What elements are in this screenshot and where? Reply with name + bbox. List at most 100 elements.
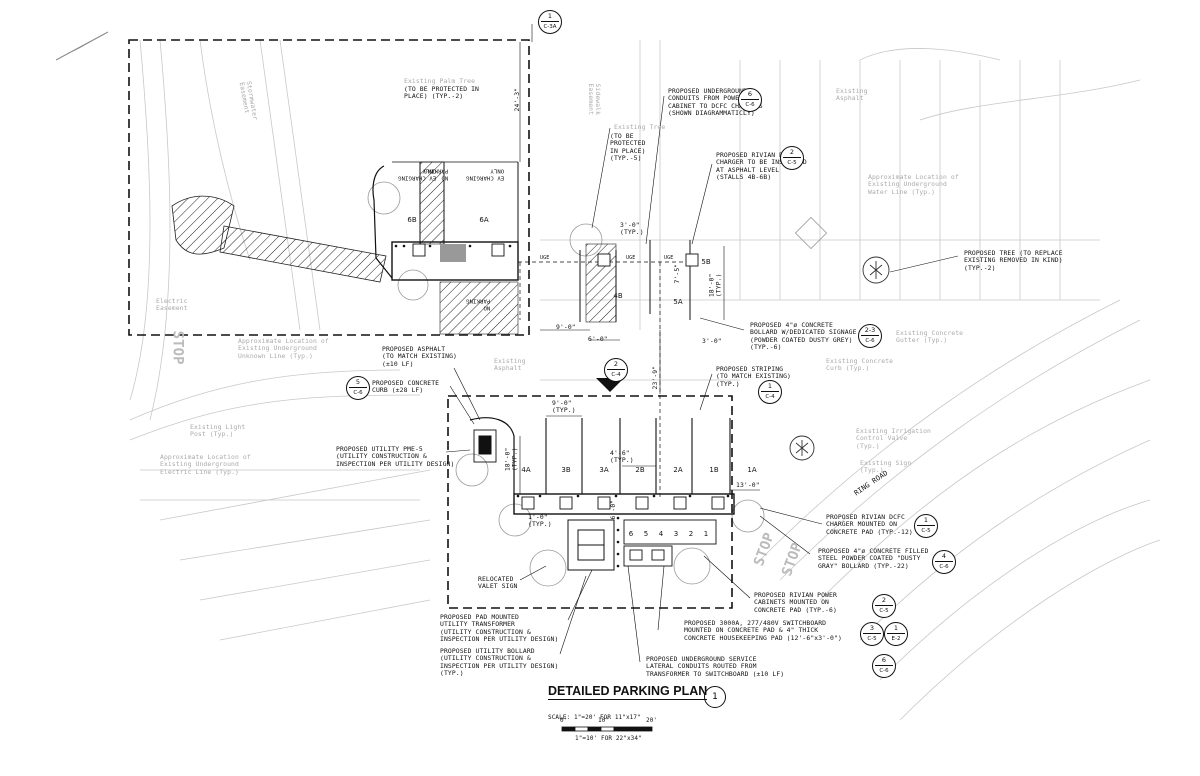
stall-label: 3A — [599, 466, 609, 474]
dimension-label: 3'-0" — [702, 337, 722, 345]
hatched-access-path — [171, 161, 617, 335]
no-parking-text: NO PARKING — [466, 297, 491, 311]
callout-palm-protect: (TO BE PROTECTED IN PLACE) (TYP.-2) — [404, 85, 480, 101]
callout-bollard-steel: PROPOSED 4"ø CONCRETE FILLED STEEL POWDE… — [818, 547, 929, 570]
dimension-label: 6'-0" — [588, 335, 608, 343]
stall-label: 6B — [407, 216, 417, 224]
callout-bollard-signage: PROPOSED 4"ø CONCRETE BOLLARD W/DEDICATE… — [750, 321, 857, 351]
existing-label: Approximate Location of Existing Undergr… — [238, 337, 329, 360]
stall-label: 5B — [701, 258, 711, 266]
drawing-number-bubble: 1 — [704, 686, 726, 708]
scale-note: SCALE: 1"=20' FOR 11"x17" 1"=10' FOR 22"… — [548, 700, 642, 749]
callout-dcfc-pad: PROPOSED RIVIAN DCFC CHARGER MOUNTED ON … — [826, 513, 913, 536]
uge-label: UGE — [540, 255, 550, 261]
drawing-title: DETAILED PARKING PLAN — [548, 684, 708, 700]
existing-label: Existing Asphalt — [494, 357, 526, 373]
callout-valet-sign: RELOCATED VALET SIGN — [478, 575, 518, 591]
dimension-label: 18'-0" (TYP.) — [503, 447, 519, 472]
ev-charging-only-text: EV CHARGING ONLY — [466, 167, 505, 181]
enlarged-area-boundary — [128, 39, 733, 609]
leader-lines — [445, 24, 959, 663]
stall-label: 4A — [521, 466, 531, 474]
dimension-label: 23'-9" — [651, 365, 660, 390]
callout-striping: PROPOSED STRIPING (TO MATCH EXISTING) (T… — [716, 365, 792, 388]
charger-icons-lower — [521, 496, 725, 510]
callout-asphalt: PROPOSED ASPHALT (TO MATCH EXISTING) (±1… — [382, 345, 458, 368]
callout-transformer: PROPOSED PAD MOUNTED UTILITY TRANSFORMER… — [440, 613, 559, 643]
dimension-label: 9'-0" (TYP.) — [552, 399, 576, 415]
dimension-label: 18'-0" (TYP.) — [707, 273, 723, 298]
existing-label: Existing Concrete Gutter (Typ.) — [896, 329, 964, 345]
dimension-label: 13'-0" — [736, 481, 760, 489]
dimension-label: 1'-0" (TYP.) — [528, 513, 552, 529]
existing-linework — [129, 39, 1161, 721]
uge-label: UGE — [664, 255, 674, 261]
existing-label: Existing Light Post (Typ.) — [190, 423, 246, 439]
north-arrow-icon — [55, 31, 109, 61]
no-parking-text: NO PARKING — [424, 167, 449, 181]
existing-label: Existing Palm Tree — [404, 77, 476, 85]
stall-label: 1A — [747, 466, 757, 474]
callout-service-lateral: PROPOSED UNDERGROUND SERVICE LATERAL CON… — [646, 655, 785, 678]
callout-switchboard: PROPOSED 3000A, 277/480V SWITCHBOARD MOU… — [684, 619, 842, 642]
existing-label: Electric Easement — [156, 297, 188, 313]
existing-trees — [367, 181, 828, 587]
stop-marking: STOP — [169, 330, 186, 365]
uge-label: UGE — [626, 255, 636, 261]
existing-label: Existing Irrigation Control Valve (Typ.) — [856, 427, 932, 450]
cabinet-number: 4 — [658, 530, 664, 538]
bollard-icons — [394, 244, 730, 568]
cabinet-number: 2 — [688, 530, 694, 538]
cabinet-number: 1 — [703, 530, 709, 538]
dimension-label: 7'-5" — [673, 263, 682, 284]
existing-label: Existing Sign (Typ.) — [860, 459, 912, 475]
dimension-label: 9'-0" — [556, 323, 576, 331]
scale-bar-label: 10' — [598, 717, 610, 724]
callout-utility-bollard: PROPOSED UTILITY BOLLARD (UTILITY CONSTR… — [440, 647, 559, 677]
callout-utility-pme: PROPOSED UTILITY PME-5 (UTILITY CONSTRUC… — [336, 445, 455, 468]
existing-label: Approximate Location of Existing Undergr… — [868, 173, 959, 196]
striping-lines — [545, 418, 731, 494]
callout-concrete-curb: PROPOSED CONCRETE CURB (±28 LF) — [372, 379, 440, 395]
existing-label: Approximate Location of Existing Undergr… — [160, 453, 251, 476]
stall-label: 2B — [635, 466, 645, 474]
scale-line-2: 1"=10' FOR 22"x34" — [575, 735, 642, 742]
lower-charging-pad — [469, 417, 735, 515]
scale-bar-label: 0' — [560, 717, 568, 724]
existing-label: Existing Concrete Curb (Typ.) — [826, 357, 894, 373]
existing-label: Sidewalk Easement — [586, 83, 603, 116]
stall-label: 2A — [673, 466, 683, 474]
stall-label: 4B — [613, 292, 623, 300]
callout-power-cabinets: PROPOSED RIVIAN POWER CABINETS MOUNTED O… — [754, 591, 837, 614]
charger-icons-upper — [412, 243, 699, 267]
callout-proposed-tree: PROPOSED TREE (TO REPLACE EXISTING REMOV… — [964, 249, 1063, 272]
dimension-lines — [519, 42, 760, 494]
scale-bar — [561, 726, 653, 732]
dimension-label: 24'-3" — [513, 87, 522, 112]
scale-bar-label: 20' — [646, 717, 658, 724]
dimension-label: 3'-0" (TYP.) — [620, 221, 644, 237]
callout-tree-protect: (TO BE PROTECTED IN PLACE) (TYP.-5) — [610, 132, 646, 162]
cabinet-number: 6 — [628, 530, 634, 538]
stall-label: 1B — [709, 466, 719, 474]
cabinet-number: 5 — [643, 530, 649, 538]
existing-label: Existing Tree — [614, 123, 666, 131]
utility-transformer — [567, 519, 615, 571]
dimension-label: 4'-6" (TYP.) — [610, 449, 634, 465]
power-cabinets — [623, 519, 717, 567]
stall-label: 5A — [673, 298, 683, 306]
